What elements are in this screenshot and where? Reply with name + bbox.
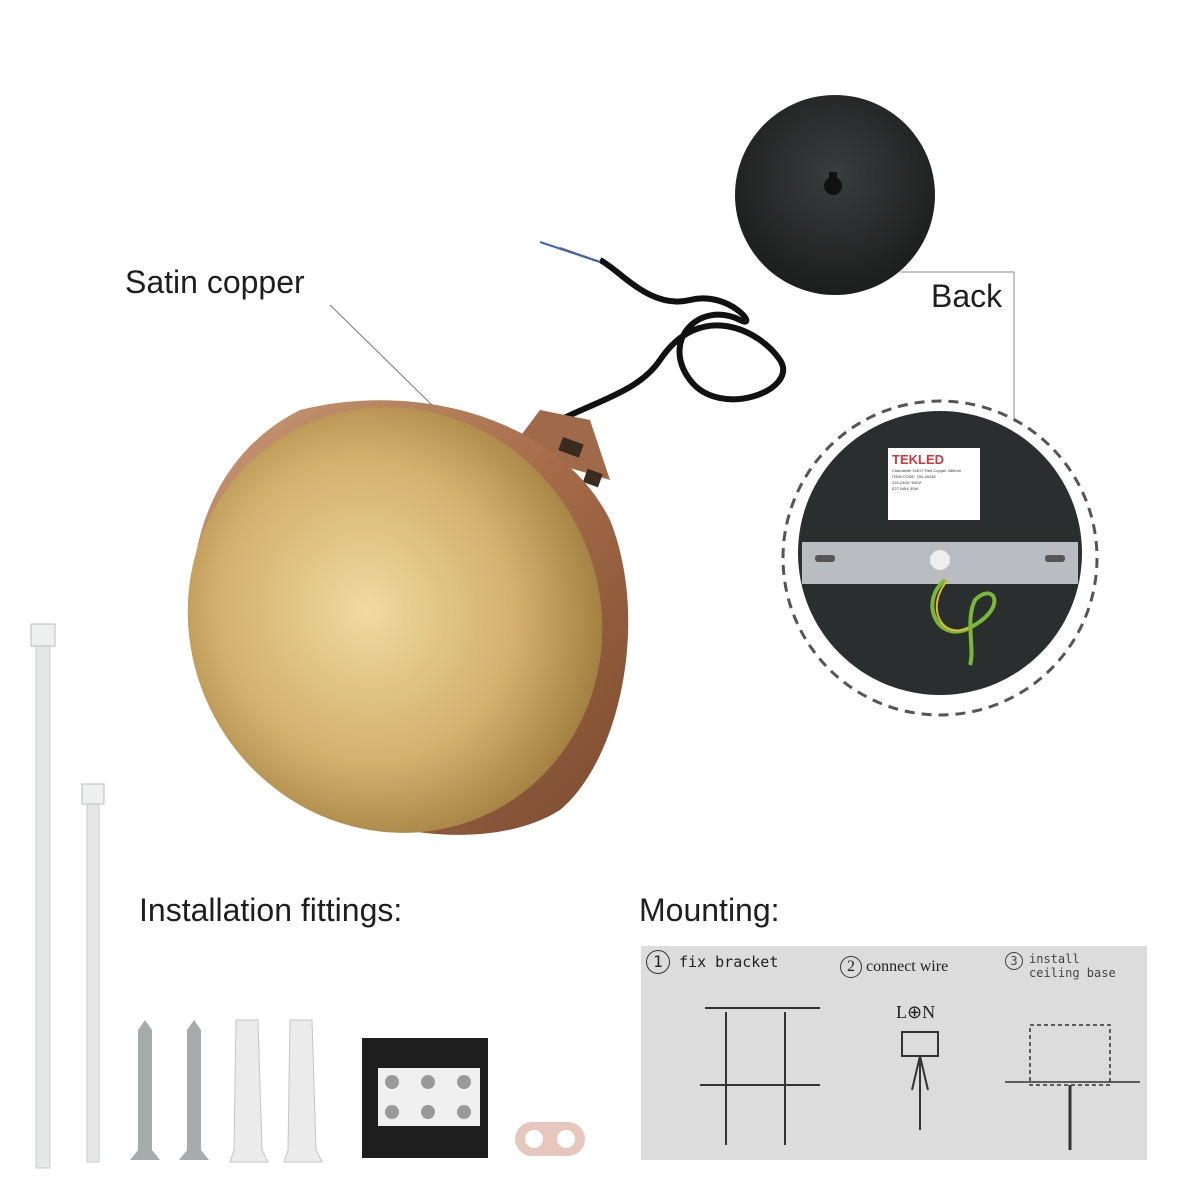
ceiling-canopy: [735, 95, 935, 295]
cable-ties: [30, 623, 105, 1169]
power-cable: [539, 241, 786, 423]
material-pointer-line: [329, 304, 433, 406]
mounting-diagram: [641, 946, 1147, 1160]
installation-fittings-heading: Installation fittings:: [139, 892, 403, 928]
back-label: Back: [931, 278, 1003, 314]
brand-logo: TEKLED: [892, 452, 944, 467]
sticker-line: ITEM CODE: 150-18436: [892, 474, 936, 479]
sticker-line: 220-240V~50HZ: [892, 480, 922, 485]
terminal-block: [362, 1038, 488, 1158]
step-number: 2: [840, 956, 862, 978]
sticker-line: E27 MAX 40W: [892, 486, 919, 491]
wiring-label: L⊕N: [896, 1002, 936, 1022]
mounting-step-1: 1 fix bracket: [646, 950, 778, 974]
canopy-back-detail: [781, 399, 1099, 717]
step-text: connect wire: [866, 958, 949, 975]
step-text: fix bracket: [679, 953, 779, 971]
mounting-heading: Mounting:: [639, 892, 780, 928]
screws: [130, 1020, 209, 1160]
product-sticker: TEKLED Chandelier 1xE27 Red Copper 280mm…: [892, 452, 978, 492]
sticker-line: Chandelier 1xE27 Red Copper 280mm: [892, 468, 961, 473]
mounting-step-3: 3 install ceiling base: [1005, 952, 1129, 980]
material-label: Satin copper: [125, 264, 305, 300]
rubber-washer: [515, 1122, 585, 1156]
step-number: 3: [1005, 952, 1023, 970]
wall-anchors: [229, 1019, 323, 1163]
mounting-step-2: 2 connect wire: [840, 956, 948, 978]
step-number: 1: [646, 950, 670, 974]
step-text: install ceiling base: [1029, 952, 1116, 980]
lamp-shade: [187, 400, 629, 835]
back-pointer-line: [900, 271, 1015, 418]
